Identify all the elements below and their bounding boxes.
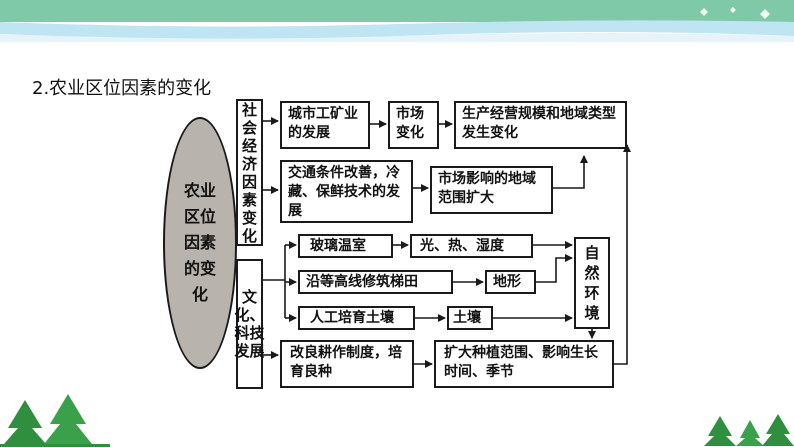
market-range-box: 市场影响的地域范围扩大 xyxy=(430,166,553,214)
top-banner xyxy=(0,0,794,42)
urban-industry-label: 城市工矿业的发展 xyxy=(288,106,358,141)
farming-system-label: 改良耕作制度，培育良种 xyxy=(290,345,402,380)
soil-culture-label: 人工培育土壤 xyxy=(310,310,394,326)
greenhouse-box: 玻璃温室 xyxy=(298,234,393,258)
market-change-label: 市场变化 xyxy=(396,106,424,141)
soil-box: 土壤 xyxy=(447,306,493,330)
light-heat-label: 光、热、湿度 xyxy=(420,238,504,254)
terrace-label: 沿等高线修筑梯田 xyxy=(306,274,418,290)
root-node: 农业区位因素的变化 xyxy=(163,117,237,369)
expand-range-box: 扩大种植范围、影响生长时间、季节 xyxy=(434,340,614,388)
soil-label: 土壤 xyxy=(453,310,481,326)
culture-tech-label: 文化、科技发展 xyxy=(234,288,265,360)
transport-box: 交通条件改善，冷藏、保鲜技术的发展 xyxy=(280,160,413,223)
tree-decoration-left-icon xyxy=(0,394,110,447)
farming-system-box: 改良耕作制度，培育良种 xyxy=(280,340,414,388)
soil-culture-box: 人工培育土壤 xyxy=(298,306,415,330)
greenhouse-label: 玻璃温室 xyxy=(310,238,366,254)
scale-type-label: 生产经营规模和地域类型发生变化 xyxy=(462,106,616,141)
social-economic-label: 社会经济因素变化 xyxy=(241,100,257,245)
terrain-label: 地形 xyxy=(493,274,521,290)
nature-env-label: 自然环境 xyxy=(584,244,600,322)
terrain-box: 地形 xyxy=(485,270,536,294)
light-heat-box: 光、热、湿度 xyxy=(410,234,533,258)
market-change-box: 市场变化 xyxy=(388,101,439,149)
transport-label: 交通条件改善，冷藏、保鲜技术的发展 xyxy=(288,165,400,219)
scale-type-box: 生产经营规模和地域类型发生变化 xyxy=(454,101,627,149)
culture-tech-group: 文化、科技发展 xyxy=(234,259,265,389)
banner-decoration-icon xyxy=(700,7,770,19)
market-range-label: 市场影响的地域范围扩大 xyxy=(438,171,536,206)
nature-env-box: 自然环境 xyxy=(574,237,610,329)
page-title: 2.农业区位因素的变化 xyxy=(32,78,212,99)
social-economic-group: 社会经济因素变化 xyxy=(236,99,263,246)
urban-industry-box: 城市工矿业的发展 xyxy=(280,101,370,149)
terrace-box: 沿等高线修筑梯田 xyxy=(298,270,453,294)
expand-range-label: 扩大种植范围、影响生长时间、季节 xyxy=(444,345,598,380)
root-label: 农业区位因素的变化 xyxy=(183,181,216,304)
tree-decoration-right-icon xyxy=(704,414,794,446)
